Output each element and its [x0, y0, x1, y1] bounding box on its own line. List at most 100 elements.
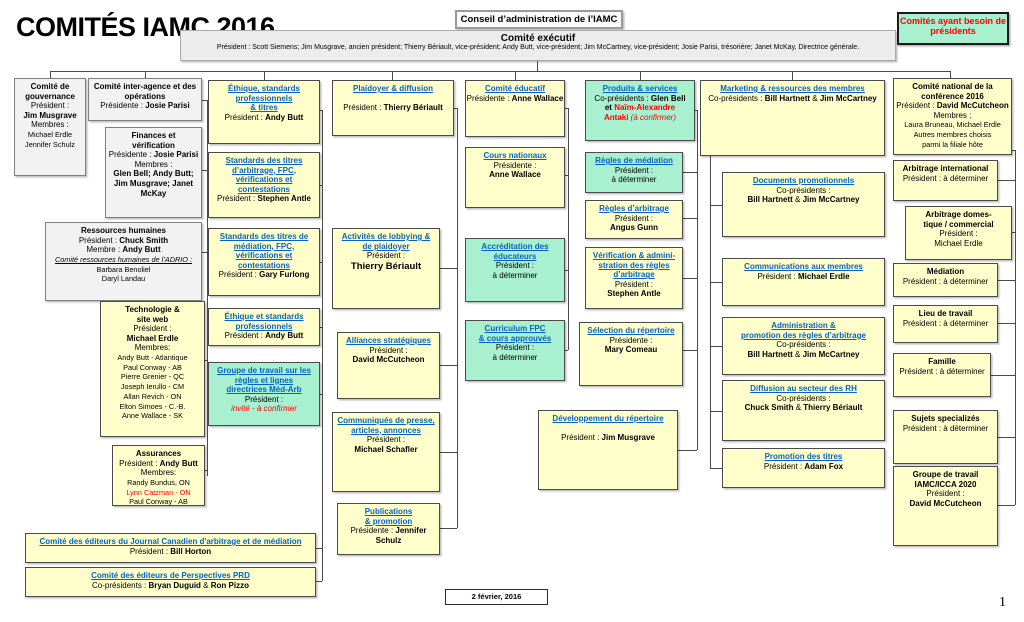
text-line: Adam Fox: [804, 461, 844, 471]
committee-link[interactable]: Documents promotionnels: [752, 176, 855, 185]
text-line: à déterminer: [492, 352, 538, 362]
connector-line: [320, 394, 322, 395]
committee-link[interactable]: vérifications et: [235, 251, 293, 261]
text-line: Ressources humaines: [81, 226, 166, 235]
text-line: Anne Wallace: [511, 93, 564, 103]
text-line: Thierry Bériault: [803, 403, 863, 413]
connector-line: [207, 100, 208, 476]
committee-link[interactable]: Vérification & admini-: [592, 251, 676, 260]
committee-link[interactable]: contestations: [237, 184, 290, 194]
text-line: Jim McCartney: [802, 195, 860, 205]
connector-line: [565, 270, 568, 271]
text-line: Bill Hartnett: [747, 349, 793, 359]
committee-link[interactable]: Règles d’arbitrage: [599, 204, 669, 213]
committee-link[interactable]: Comité des éditeurs du Journal Canadien …: [39, 537, 302, 546]
text-line: IAMC/ICCA 2020: [914, 479, 977, 489]
text-line: Co-présidents :: [776, 185, 831, 195]
text-line: gouvernance: [25, 91, 75, 101]
committee-link[interactable]: directrices Méd-Arb: [226, 385, 302, 395]
committee-link[interactable]: Comité éducatif: [484, 84, 545, 93]
connector-line: [568, 108, 569, 350]
text-line: Président :: [561, 432, 602, 442]
committee-link[interactable]: Standards des titres: [225, 156, 303, 165]
committee-link[interactable]: Éthique et standards: [224, 312, 304, 321]
connector-line: [202, 252, 207, 253]
connector-line: [683, 172, 697, 173]
committee-link[interactable]: Activités de lobbying &: [341, 232, 431, 241]
connector-line: [316, 548, 322, 549]
committee-link[interactable]: Cours nationaux: [483, 151, 547, 160]
text-line: Gary Furlong: [259, 270, 310, 280]
text-line: Michael Erdle: [934, 238, 983, 248]
committee-link[interactable]: Règles de médiation: [595, 156, 673, 165]
besoin-line-2: présidents: [930, 26, 976, 36]
committee-link[interactable]: & promotion: [364, 516, 413, 526]
text-line: Bryan Duguid: [148, 580, 201, 590]
connector-line: [392, 71, 393, 80]
committee-link[interactable]: Comité des éditeurs de Perspectives PRD: [91, 571, 250, 580]
committee-link[interactable]: Communications aux membres: [744, 262, 863, 271]
text-line: Président :: [129, 546, 171, 556]
committee-box-administration-promotion-regles: Administration &promotion des règles d’a…: [722, 317, 885, 375]
text-line: Comité de: [30, 82, 70, 91]
committee-link[interactable]: contestations: [237, 260, 290, 270]
text-line: Groupe de travail: [912, 470, 979, 479]
text-line: Barbara Benoliel: [96, 264, 151, 274]
text-line: Glen Bell; Andy Butt;: [113, 169, 194, 179]
committee-link[interactable]: éducateurs: [493, 251, 537, 261]
conseil-administration-box: Conseil d’administration de l’IAMC: [455, 10, 623, 29]
text-line: Comité inter-agence et des: [93, 82, 197, 91]
committee-link[interactable]: Groupe de travail sur les: [217, 366, 311, 375]
text-line: Bill Hartnett: [764, 93, 811, 103]
text-line: Président :: [896, 101, 937, 111]
committee-link[interactable]: Sélection du répertoire: [587, 326, 675, 335]
committee-link[interactable]: Plaidoyer & diffusion: [352, 84, 433, 93]
committee-link[interactable]: Développement du répertoire: [552, 414, 664, 423]
committee-link[interactable]: professionnels: [235, 93, 293, 103]
committee-link[interactable]: Marketing & ressources des membres: [720, 84, 865, 93]
connector-line: [202, 170, 207, 171]
text-line: conférence 2016: [921, 91, 984, 101]
text-line: Assurances: [135, 449, 182, 458]
committee-link[interactable]: d’arbitrage, FPC,: [231, 165, 296, 175]
committee-link[interactable]: & titres: [250, 103, 278, 113]
text-line: McKay: [140, 188, 167, 198]
committee-link[interactable]: articles, annonces: [351, 425, 421, 435]
committee-link[interactable]: Promotion des titres: [764, 452, 843, 461]
committee-link[interactable]: Diffusion au secteur des RH: [750, 384, 857, 393]
committee-link[interactable]: Publications: [364, 507, 413, 516]
committee-link[interactable]: Produits & services: [602, 84, 678, 93]
committee-link[interactable]: médiation, FPC,: [233, 241, 295, 251]
committee-link[interactable]: Communiqués de presse,: [337, 416, 435, 425]
committee-link[interactable]: promotion des règles d’arbitrage: [741, 330, 866, 340]
text-line: Schulz: [375, 535, 402, 545]
committee-link[interactable]: vérifications et: [235, 175, 293, 185]
connector-line: [710, 346, 722, 347]
committee-link[interactable]: de plaidoyer: [362, 241, 410, 251]
committee-link[interactable]: Administration &: [771, 321, 836, 330]
text-line: Jim Musgrave: [601, 432, 655, 442]
committee-link[interactable]: Éthique, standards: [227, 84, 300, 93]
text-line: Josie Parisi: [153, 150, 199, 160]
committee-link[interactable]: Accréditation des: [481, 242, 549, 251]
text-line: Jim McCartney: [802, 349, 860, 359]
committee-link[interactable]: Standards des titres de: [219, 232, 309, 241]
committee-link[interactable]: d’arbitrage: [613, 270, 655, 280]
text-line: &: [792, 349, 803, 359]
committee-link[interactable]: professionnels: [235, 321, 293, 331]
text-line: Président :: [78, 235, 120, 245]
committee-link[interactable]: Curriculum FPC: [484, 324, 546, 333]
committee-link[interactable]: stration des règles: [598, 260, 670, 270]
committee-link[interactable]: & cours approuvés: [478, 333, 552, 343]
committee-link[interactable]: Alliances stratégiques: [346, 336, 431, 345]
committee-link[interactable]: règles et lignes: [234, 375, 294, 385]
